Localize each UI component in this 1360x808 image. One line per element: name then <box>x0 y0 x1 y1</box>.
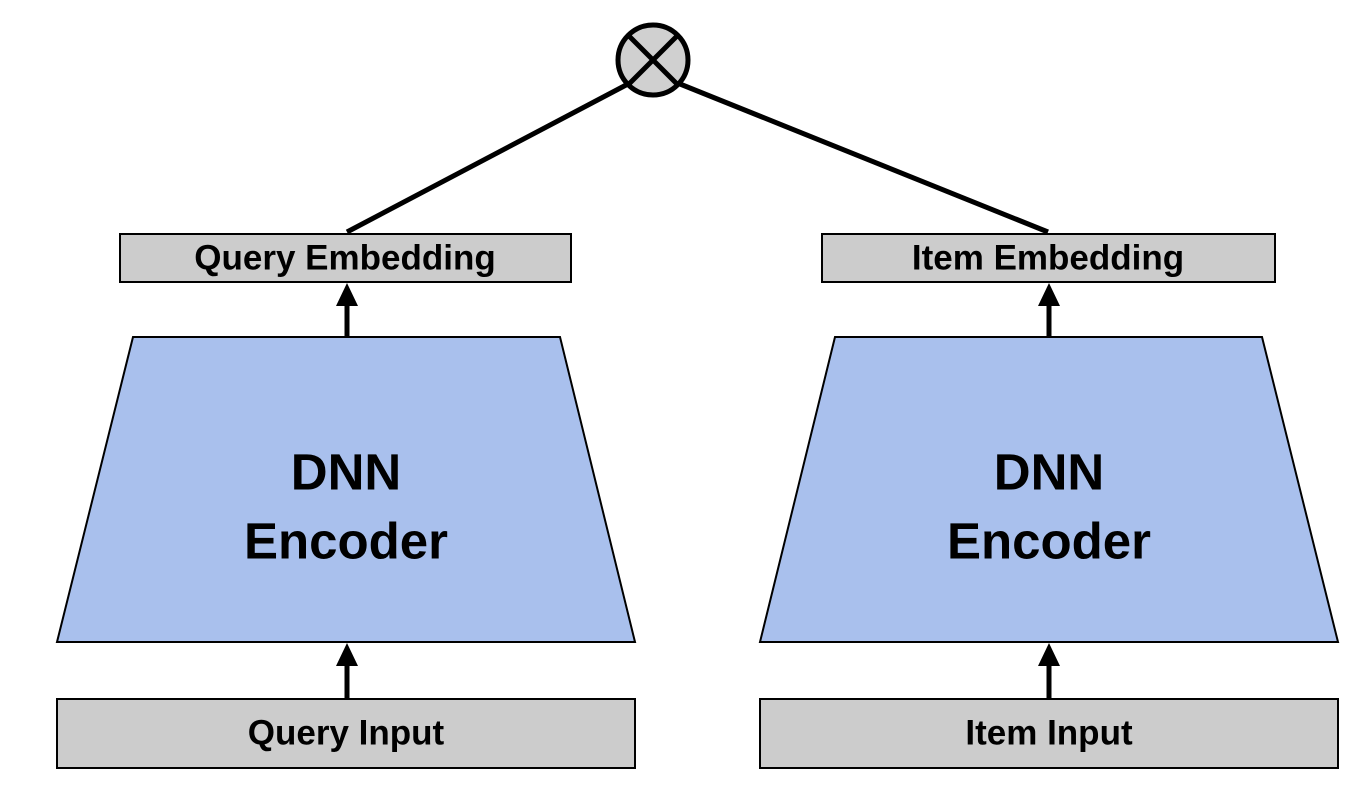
item-encoder-to-embedding-arrow <box>1038 283 1060 337</box>
item-embedding-box: Item Embedding <box>821 233 1276 283</box>
query-to-combine-line <box>345 81 630 235</box>
item-to-combine-line <box>679 81 1049 235</box>
item-input-label: Item Input <box>965 714 1133 753</box>
item-input-box: Item Input <box>759 698 1339 769</box>
query-encoder-line1: DNN <box>291 444 402 501</box>
query-embedding-label: Query Embedding <box>194 239 495 278</box>
query-input-to-encoder-arrow <box>336 643 358 698</box>
query-input-label: Query Input <box>248 714 445 753</box>
item-encoder-line1: DNN <box>994 444 1105 501</box>
query-encoder-line2: Encoder <box>244 513 448 570</box>
multiply-circle-icon <box>615 22 691 98</box>
query-embedding-box: Query Embedding <box>119 233 572 283</box>
item-dnn-encoder: DNN Encoder <box>758 336 1340 643</box>
query-dnn-encoder: DNN Encoder <box>55 336 637 643</box>
item-encoder-line2: Encoder <box>947 513 1151 570</box>
item-embedding-label: Item Embedding <box>912 239 1184 278</box>
query-encoder-to-embedding-arrow <box>336 283 358 337</box>
query-tower: Query Embedding DNN Encoder Query Input <box>55 233 637 769</box>
item-tower: Item Embedding DNN Encoder Item Input <box>758 233 1340 769</box>
item-input-to-encoder-arrow <box>1038 643 1060 698</box>
query-input-box: Query Input <box>56 698 636 769</box>
